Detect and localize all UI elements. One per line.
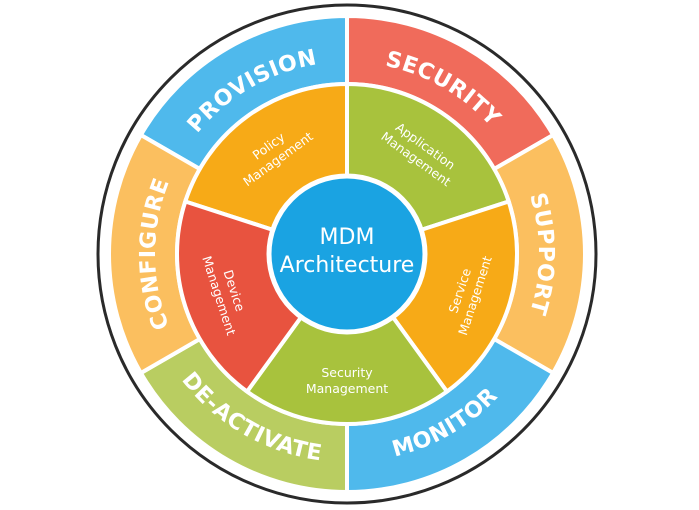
center-circle <box>266 173 428 335</box>
inner-label-line1: Security <box>321 365 373 380</box>
center-title-line1: MDM <box>320 225 375 250</box>
inner-label-line2: Management <box>306 381 388 396</box>
center-hub: MDM Architecture <box>266 173 428 335</box>
center-title-line2: Architecture <box>280 253 415 278</box>
